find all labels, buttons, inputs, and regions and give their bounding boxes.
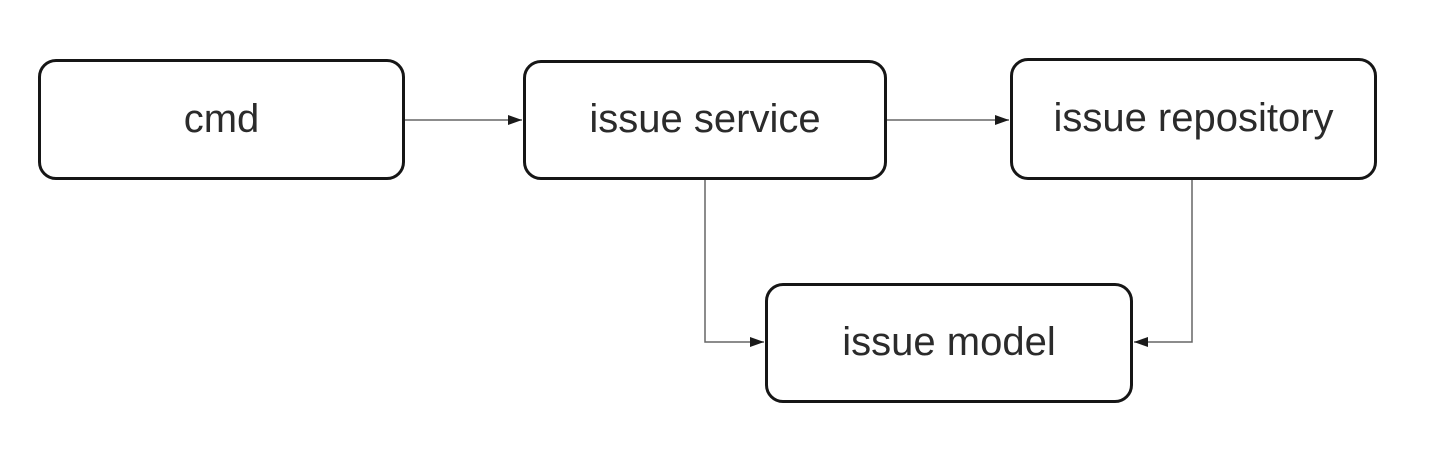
edge-issue-service-to-issue-model [704,180,764,347]
node-issue-repository: issue repository [1010,58,1377,180]
node-issue-repository-label: issue repository [1053,96,1334,140]
node-issue-service-label: issue service [589,97,821,141]
node-cmd-label: cmd [183,96,260,141]
node-issue-model: issue model [765,283,1133,403]
edge-issue-repository-to-issue-model [1134,180,1193,347]
node-issue-model-label: issue model [842,320,1056,364]
node-cmd: cmd [38,59,405,180]
node-issue-service: issue service [523,60,887,180]
